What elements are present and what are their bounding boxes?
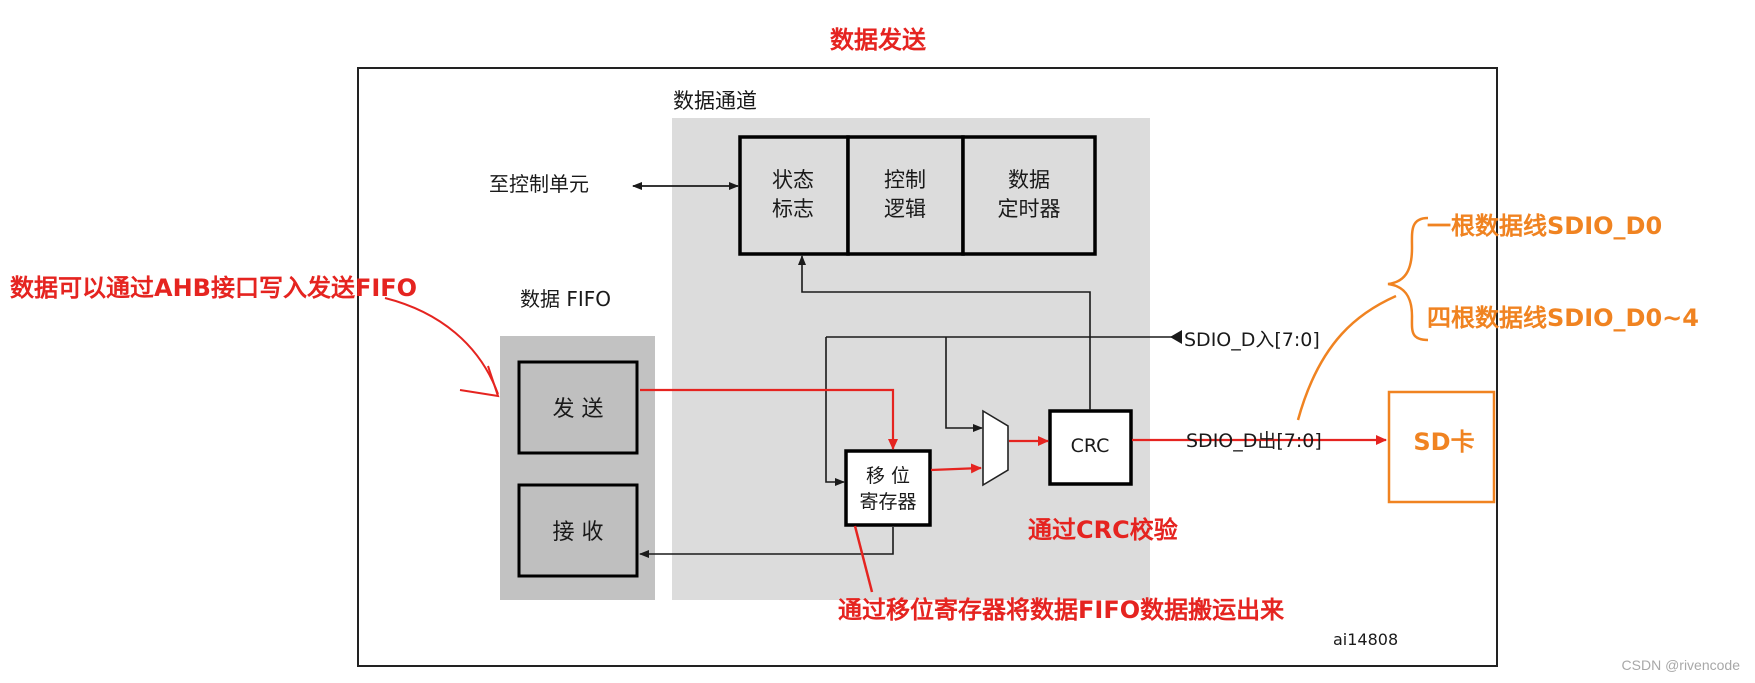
one-line-annotation: 一根数据线SDIO_D0: [1427, 212, 1662, 240]
control-logic-line2: 逻辑: [884, 197, 926, 221]
shift-annotation-line: [853, 525, 874, 593]
sd-card-label: SD卡: [1413, 428, 1474, 456]
ahb-arrowhead-icon: [459, 365, 500, 398]
tx-to-shift-arrow: [640, 388, 898, 450]
fifo-label: 数据 FIFO: [520, 287, 611, 311]
sdio-in-to-shift-line: [825, 337, 845, 486]
crc-box: [1048, 409, 1133, 486]
sdio-in-marker-icon: [1170, 330, 1182, 344]
outer-frame: [357, 67, 1498, 667]
figure-id: ai14808: [1333, 630, 1398, 649]
diagram-title: 数据发送: [830, 26, 927, 54]
status-flag-line2: 标志: [772, 197, 814, 221]
status-flag-line1: 状态: [772, 168, 814, 192]
crc-check-annotation: 通过CRC校验: [1028, 516, 1178, 544]
data-timer-box: [961, 135, 1097, 256]
shift-register-box: [844, 449, 932, 527]
data-timer-line1: 数据: [1008, 168, 1050, 192]
ahb-curve-arrow: [384, 297, 499, 395]
status-flag-box: [738, 135, 850, 256]
sdio-in-to-mux-line: [945, 337, 983, 432]
control-logic-box: [846, 135, 965, 256]
sdio-in-label: SDIO_D入[7:0]: [1184, 329, 1320, 351]
tx-fifo-box: [517, 360, 639, 455]
shift-move-annotation: 通过移位寄存器将数据FIFO数据搬运出来: [838, 596, 1285, 624]
ahb-write-annotation: 数据可以通过AHB接口写入发送FIFO: [10, 274, 417, 302]
rx-fifo-label: 接 收: [553, 520, 604, 545]
to-control-unit-label: 至控制单元: [489, 172, 589, 196]
orange-pointer-curve: [1296, 294, 1397, 421]
control-logic-line1: 控制: [884, 168, 926, 192]
sd-card-box: [1387, 390, 1496, 504]
crc-to-status-line: [798, 255, 1091, 410]
shift-register-line2: 寄存器: [859, 491, 916, 513]
four-lines-annotation: 四根数据线SDIO_D0~4: [1427, 304, 1699, 332]
crc-label: CRC: [1071, 435, 1110, 457]
data-path-label: 数据通道: [673, 89, 757, 113]
orange-brace: [1387, 216, 1429, 342]
sdio-out-label: SDIO_D出[7:0]: [1186, 430, 1322, 452]
rx-fifo-box: [517, 483, 639, 578]
shift-to-mux-arrow: [930, 463, 982, 474]
multiplexer-shape: [982, 409, 1009, 487]
shift-to-rx-line: [639, 527, 894, 558]
csdn-watermark: CSDN @rivencode: [1622, 657, 1741, 673]
tx-fifo-label: 发 送: [553, 397, 604, 422]
data-timer-line2: 定时器: [998, 197, 1061, 221]
shift-register-line1: 移 位: [866, 465, 910, 487]
